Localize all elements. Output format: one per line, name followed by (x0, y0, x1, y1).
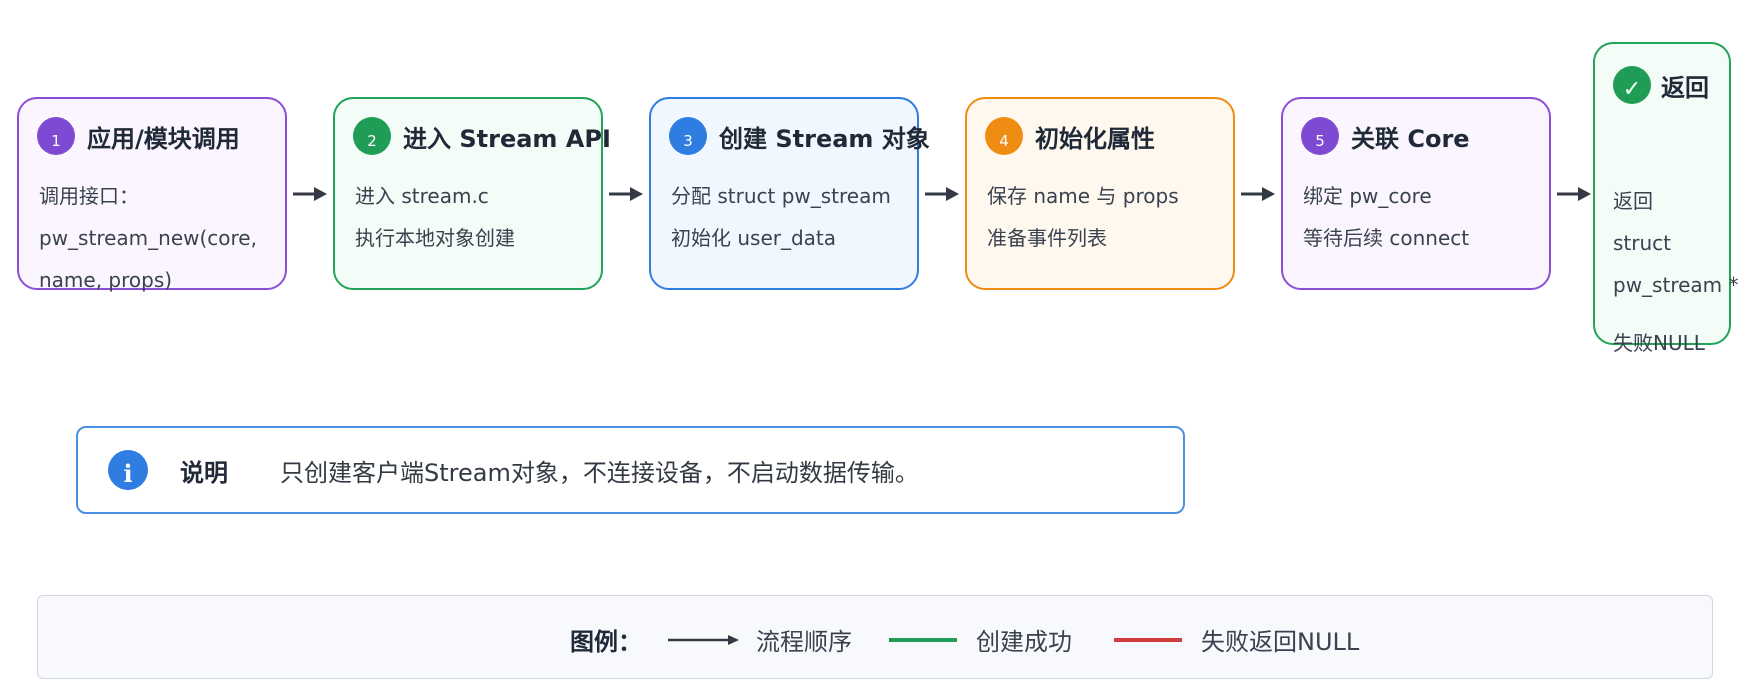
step-line: pw_stream_new(core, (39, 226, 257, 250)
step-number-badge: 4 (985, 117, 1023, 155)
step-title: 应用/模块调用 (87, 124, 240, 153)
step-line: 保存 name 与 props (987, 184, 1179, 208)
note-label: 说明 (180, 458, 228, 487)
note-text: 只创建客户端Stream对象，不连接设备，不启动数据传输。 (280, 458, 919, 487)
step-line: 返回 (1613, 189, 1653, 213)
step-card-final: ✓ 返回 返回 struct pw_stream * 失败NULL (1593, 42, 1739, 355)
flow-arrow-icon (293, 187, 327, 201)
legend-arrow-icon (668, 635, 739, 645)
step-line: name, props) (39, 268, 173, 292)
legend-success-line (889, 638, 957, 642)
step-card-4: 4 初始化属性 保存 name 与 props 准备事件列表 (965, 97, 1235, 290)
legend-title: 图例： (570, 628, 642, 656)
flow-arrow-icon (1557, 187, 1591, 201)
step-card-2: 2 进入 Stream API 进入 stream.c 执行本地对象创建 (333, 97, 611, 290)
step-line: 分配 struct pw_stream (671, 184, 891, 208)
legend-item-flow: 流程顺序 (756, 628, 852, 656)
step-card-3: 3 创建 Stream 对象 分配 struct pw_stream 初始化 use… (649, 97, 930, 290)
step-line: struct (1613, 231, 1671, 255)
step-title: 进入 Stream API (403, 124, 611, 153)
step-card-5: 5 关联 Core 绑定 pw_core 等待后续 connect (1281, 97, 1551, 290)
step-line: 执行本地对象创建 (355, 226, 515, 250)
step-title: 返回 (1661, 73, 1709, 102)
flow-arrow-icon (925, 187, 959, 201)
step-number-badge: 5 (1301, 117, 1339, 155)
step-line: 失败NULL (1613, 331, 1705, 355)
flow-arrow-icon (609, 187, 643, 201)
step-line: 调用接口： (39, 184, 139, 208)
step-number-badge: 1 (37, 117, 75, 155)
step-number-badge: 2 (353, 117, 391, 155)
step-number-badge: 3 (669, 117, 707, 155)
check-icon: ✓ (1613, 66, 1651, 104)
step-line: 绑定 pw_core (1303, 184, 1432, 208)
legend-item-failure: 失败返回NULL (1201, 628, 1360, 656)
step-line: pw_stream * (1613, 273, 1739, 297)
note-box: i 说明 只创建客户端Stream对象，不连接设备，不启动数据传输。 (76, 426, 1185, 514)
legend: 图例： 流程顺序 创建成功 失败返回NULL (37, 595, 1713, 679)
step-title: 初始化属性 (1035, 124, 1155, 153)
step-card-1: 1 应用/模块调用 调用接口： pw_stream_new(core, name, p… (17, 97, 287, 292)
flow-arrow-icon (1241, 187, 1275, 201)
step-line: 等待后续 connect (1303, 226, 1470, 250)
step-title: 创建 Stream 对象 (719, 124, 930, 153)
step-title: 关联 Core (1351, 124, 1470, 153)
step-line: 准备事件列表 (987, 226, 1107, 250)
legend-failure-line (1114, 638, 1182, 642)
legend-item-success: 创建成功 (976, 628, 1072, 656)
step-line: 进入 stream.c (355, 184, 489, 208)
step-line: 初始化 user_data (671, 226, 837, 250)
info-icon: i (108, 450, 148, 490)
